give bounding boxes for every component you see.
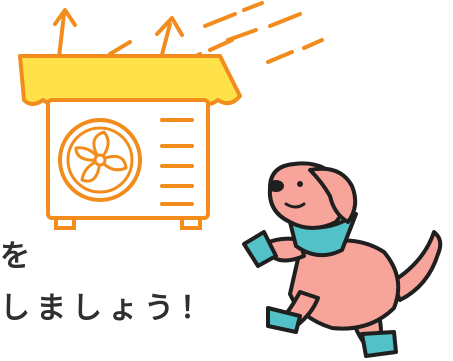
dog-tail: [390, 230, 443, 302]
dog-mouth: [284, 202, 306, 209]
dog-eye: [297, 181, 303, 187]
caption-line-2: しましょう！: [0, 291, 216, 326]
dog-ear: [308, 166, 358, 224]
unit-foot-left: [54, 216, 76, 230]
fan-icon: [58, 118, 142, 202]
dog-back-paw: [360, 330, 398, 358]
dog-raised-paw: [242, 230, 278, 268]
unit-foot-right: [180, 216, 202, 230]
dog-front-paw: [266, 306, 302, 334]
dog-nose: [268, 180, 284, 192]
caption-line-1: を: [0, 239, 36, 274]
unit-vents: [160, 118, 194, 206]
dog-body: [288, 238, 401, 331]
